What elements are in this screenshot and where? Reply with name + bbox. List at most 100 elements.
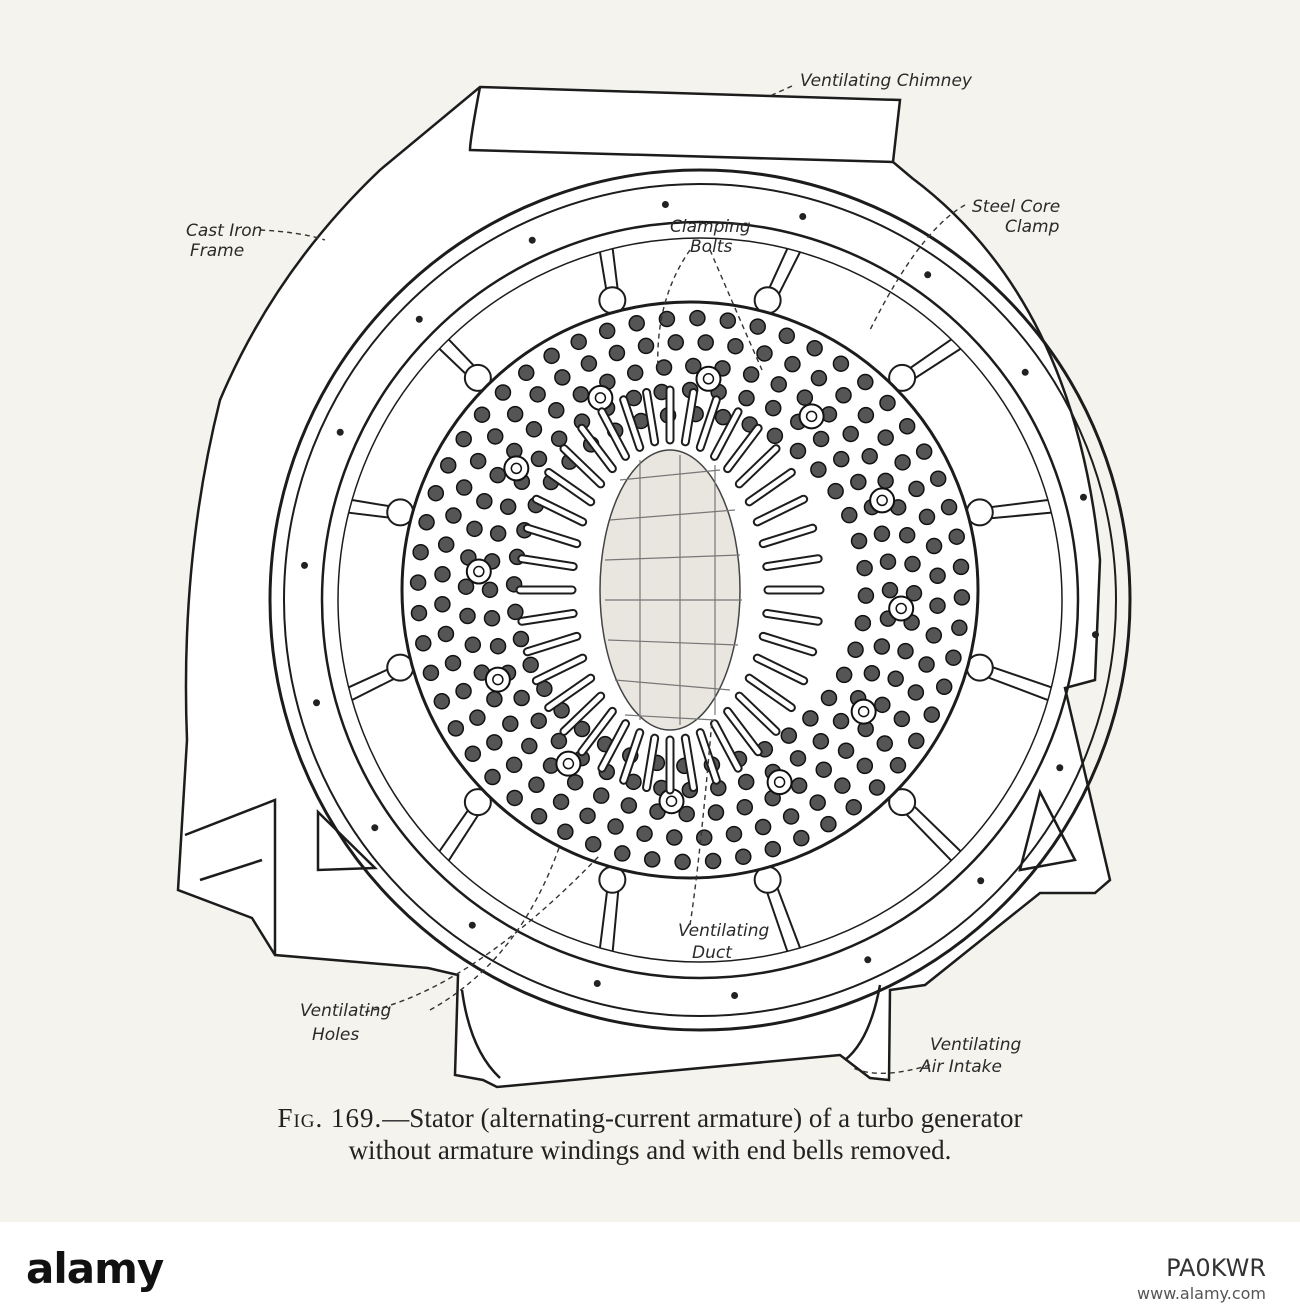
stator-bore [599, 449, 742, 731]
stator-teeth [515, 385, 825, 795]
ventilating-hole [455, 479, 473, 496]
label-steel-core-clamp-line2: Clamp [1005, 217, 1060, 237]
ventilating-hole [489, 637, 507, 655]
ventilating-hole [918, 508, 936, 526]
stator-tooth-fill [533, 655, 586, 684]
ventilating-hole [907, 684, 925, 701]
stator-tooth-fill [621, 730, 643, 783]
ventilating-hole [548, 402, 565, 419]
ventilating-hole [415, 635, 432, 652]
ventilating-hole [437, 625, 455, 643]
ventilating-hole [636, 825, 653, 843]
clamping-bolt-head [895, 602, 907, 615]
stator-tooth-fill [519, 610, 576, 624]
ventilating-hole [427, 484, 445, 502]
ventilating-hole [742, 366, 760, 383]
ventilating-hole [873, 525, 891, 543]
ventilating-hole [570, 333, 587, 351]
clamping-bolt [798, 403, 825, 430]
stator-tooth-fill [736, 693, 779, 734]
rim-bolt [593, 979, 601, 987]
ventilating-hole [889, 757, 907, 774]
caption-line2: without armature windings and with end b… [348, 1135, 952, 1165]
ventilating-hole [464, 745, 482, 762]
ventilating-hole [904, 555, 921, 573]
stator-tooth-fill [711, 721, 741, 771]
clamping-bolt-head [473, 565, 485, 578]
stator-tooth-fill [725, 425, 761, 472]
label-ventilating-duct-line1: Ventilating [678, 921, 770, 941]
alamy-logo: alamy [26, 1244, 164, 1293]
ventilating-hole [433, 693, 451, 710]
ventilating-hole [695, 829, 713, 846]
ventilating-hole [689, 309, 706, 327]
ventilating-hole [725, 825, 743, 843]
ventilating-hole [476, 492, 493, 510]
ventilating-hole [484, 768, 501, 786]
ventilating-hole [412, 543, 429, 561]
ventilating-hole [898, 418, 916, 435]
rim-bolt [977, 877, 985, 885]
stator-tooth-fill [579, 708, 615, 755]
ventilating-hole [789, 442, 807, 460]
ventilating-hole [894, 454, 911, 471]
ventilating-hole [793, 829, 810, 847]
ventilating-hole [557, 823, 574, 841]
ventilating-hole [754, 818, 772, 836]
stator-tooth-fill [579, 425, 615, 472]
ventilating-hole [835, 666, 853, 684]
ventilating-hole [529, 386, 546, 403]
ventilating-hole [764, 840, 782, 858]
ventilating-hole [506, 405, 524, 423]
stator-tooth-fill [546, 675, 594, 711]
ventilating-hole [704, 852, 722, 870]
ventilating-hole [469, 709, 486, 726]
ventilating-hole [945, 649, 962, 666]
ventilating-hole [832, 355, 850, 372]
ventilating-hole [513, 689, 530, 707]
stator-tooth-fill [760, 633, 816, 655]
rim-bolt [313, 699, 321, 707]
stator-tooth-fill [736, 446, 779, 487]
ventilating-hole [543, 347, 560, 365]
ventilating-hole [845, 798, 862, 816]
clamping-bolt-head [857, 705, 870, 718]
clamping-bolt-head [562, 757, 575, 770]
ventilating-hole [925, 627, 943, 644]
ventilating-hole [850, 473, 867, 491]
ventilating-hole [790, 777, 808, 794]
ventilating-hole [749, 318, 766, 335]
ventilating-hole [918, 656, 935, 673]
clamping-bolt-head [510, 462, 523, 475]
ventilating-hole [953, 589, 971, 606]
rim-bolt [371, 824, 379, 832]
ventilating-hole [857, 587, 875, 604]
ventilating-hole [481, 581, 499, 599]
ventilating-hole [832, 712, 850, 730]
ventilating-hole [735, 848, 752, 865]
ventilating-hole [863, 664, 881, 682]
ventilating-hole [868, 779, 886, 796]
ventilating-hole [483, 610, 501, 627]
ventilating-hole [784, 355, 801, 373]
ventilating-hole [951, 619, 968, 637]
ventilating-hole [572, 386, 590, 403]
stator-tooth-fill [621, 397, 643, 450]
ventilating-hole [550, 430, 568, 447]
rim-bolt [661, 201, 669, 209]
ventilating-hole [466, 520, 483, 538]
ventilating-hole [554, 369, 571, 386]
clamping-bolt [503, 455, 530, 482]
stator-drawing [176, 85, 1132, 1089]
stator-tooth-fill [524, 525, 580, 547]
ventilating-hole [674, 853, 691, 871]
rim-bolt [336, 428, 344, 436]
ventilating-hole [573, 720, 591, 738]
ventilating-hole [809, 794, 826, 811]
clamping-bolt-head [805, 410, 818, 423]
ventilating-hole [854, 614, 872, 632]
ventilating-hole [620, 797, 638, 814]
ventilating-hole [861, 448, 878, 465]
ventilating-hole [473, 406, 491, 423]
stator-tooth-fill [682, 735, 696, 791]
